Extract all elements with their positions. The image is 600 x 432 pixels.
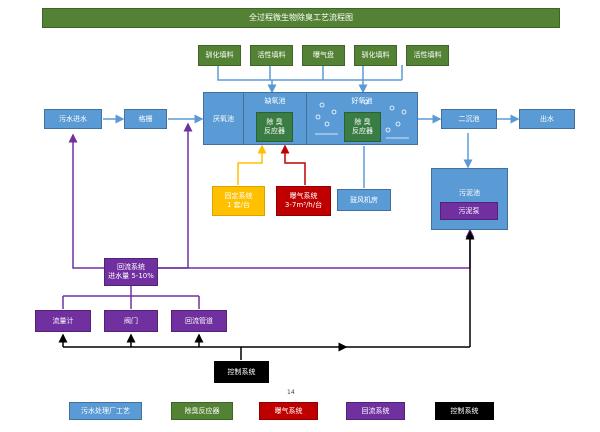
sludge-tank-box: 污泥池 [431,168,508,230]
legend-reactor: 除臭反应器 [171,402,233,420]
sludge-pump-box: 污泥泵 [440,202,498,220]
legend-return: 回流系统 [346,402,405,420]
diagram-title-text: 全过程微生物除臭工艺流程图 [249,13,353,22]
media-box-acclimated-2: 驯化填料 [354,45,397,66]
return-to-anaerobic-line [158,122,193,269]
aerobic-reactor: 除 臭反应器 [344,112,381,142]
diagram-title: 全过程微生物除臭工艺流程图 [42,8,560,28]
fixed-system-line [237,144,267,185]
flowmeter-box: 流量计 [35,310,91,332]
return-to-sludge-line [158,228,475,269]
media-box-aeration-disc: 曝气盘 [302,45,345,66]
return-pipe-box: 回流管道 [171,310,227,332]
tank-group [203,92,418,145]
outflow-box: 出水 [519,109,575,129]
valve-box: 阀门 [104,310,158,332]
control-system-box: 控制系统 [214,361,269,383]
anoxic-tank-label: 缺氧池 [264,96,286,105]
aerobic-tank-label: 好氧池 [351,96,373,105]
legend-process: 污水处理厂工艺 [69,402,142,420]
media-feed-line [217,65,402,81]
page-number: 14 [287,389,295,396]
anaerobic-tank-label: 厌氧池 [213,114,234,123]
inflow-box: 污水进水 [44,109,102,129]
tank-divider-2 [306,92,307,145]
return-to-inflow-line [68,133,104,269]
screen-box: 格栅 [124,109,167,129]
return-system-box: 回流系统进水量 5-10% [104,258,158,286]
media-box-active-1: 活性填料 [250,45,293,66]
secondary-clarifier-box: 二沉池 [441,109,497,129]
media-box-acclimated-1: 驯化填料 [198,45,241,66]
blower-room-box: 鼓风机房 [337,189,391,211]
media-box-active-2: 活性填料 [406,45,449,66]
aeration-system-line [280,144,306,185]
tank-divider-1 [243,92,244,145]
legend-aeration: 曝气系统 [259,402,318,420]
legend-control: 控制系统 [435,402,494,420]
anoxic-reactor: 除 臭反应器 [256,112,293,142]
